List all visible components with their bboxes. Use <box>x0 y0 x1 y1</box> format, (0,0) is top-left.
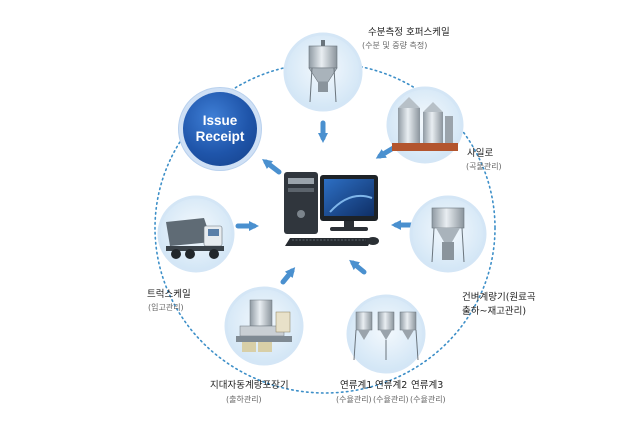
node-continuous-scales <box>346 294 426 374</box>
truck-icon <box>166 218 224 259</box>
flow-arrows <box>235 120 415 285</box>
sub-truck-scale: (입고관리) <box>148 303 184 312</box>
node-moisture-scale <box>283 32 363 112</box>
continuous-scale-icon <box>353 311 419 361</box>
label-bag-packer: 지대자동계량포장기 <box>210 380 289 391</box>
node-bag-packer <box>224 286 304 366</box>
issue-receipt-line2: Receipt <box>195 129 245 144</box>
sub-cont-scale-3: (수율관리) <box>410 395 446 404</box>
node-truck-scale <box>157 195 235 273</box>
sub-dry-scale: 출하~재고관리) <box>462 306 527 317</box>
bag-packer-icon <box>236 299 292 352</box>
label-truck-scale: 트럭스케일 <box>147 289 191 300</box>
arrow-from-bag-packer <box>280 267 296 285</box>
sub-cont-scale-2: (수율관리) <box>373 395 409 404</box>
silo-icon <box>392 97 458 151</box>
sub-cont-scale-1: (수율관리) <box>336 395 372 404</box>
dotted-ring <box>154 62 496 394</box>
label-cont-scale-3: 연류계3 <box>411 380 444 391</box>
arrow-from-cont-scales <box>349 259 367 275</box>
sub-silo: (곡물관리) <box>466 162 502 171</box>
label-silo: 사일로 <box>467 148 494 159</box>
node-dry-scale <box>409 195 487 273</box>
label-cont-scale-2: 연류계2 <box>375 380 408 391</box>
issue-receipt-badge: Issue Receipt <box>183 92 257 166</box>
label-moisture-scale: 수분측정 호퍼스케일 <box>368 27 450 38</box>
arrow-to-issue-receipt <box>262 158 282 175</box>
dry-scale-icon <box>431 207 465 263</box>
sub-moisture-scale: (수분 및 중량 측정) <box>362 41 428 50</box>
computer-icon <box>284 172 379 246</box>
label-dry-scale: 건벼계량기(원료곡 <box>462 292 536 303</box>
sub-bag-packer: (출하관리) <box>226 395 262 404</box>
issue-receipt-line1: Issue <box>202 113 238 128</box>
label-cont-scale-1: 연류계1 <box>340 380 373 391</box>
node-silo <box>386 86 464 164</box>
hopper-scale-icon <box>308 40 338 103</box>
